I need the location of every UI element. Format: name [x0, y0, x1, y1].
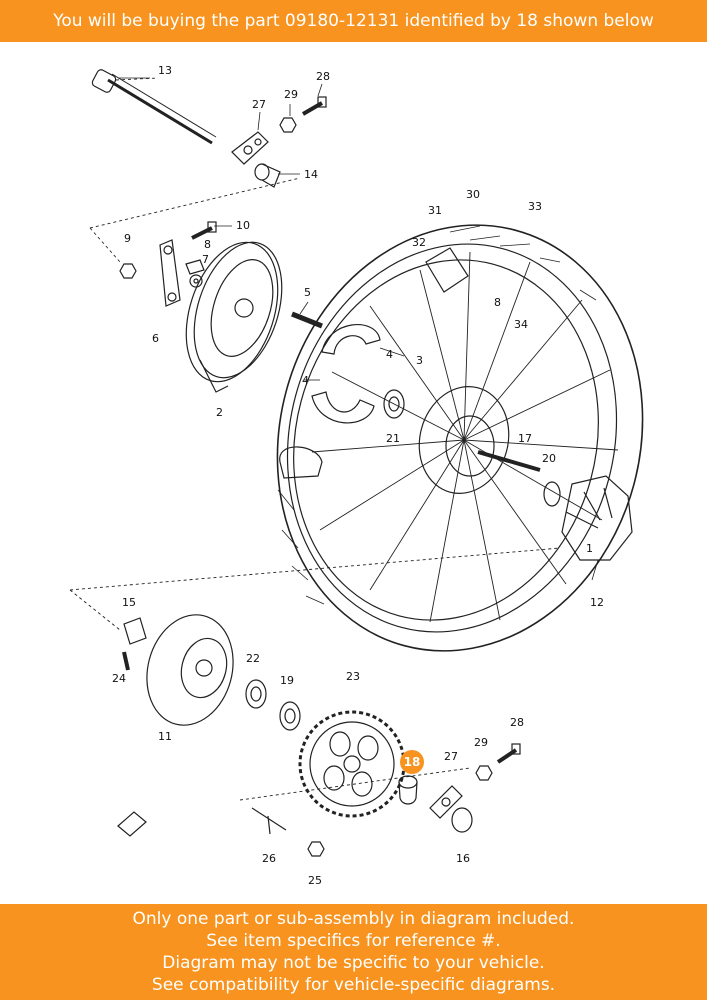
callout-28b: 28	[510, 716, 524, 729]
rear-axle	[91, 69, 217, 145]
parts-diagram: 18 13 27 29 28 14 9 10 8 7 6 2 5 3 4 4 2…	[0, 42, 707, 904]
callout-33: 33	[528, 200, 542, 213]
nut-9	[119, 263, 137, 279]
cam-8	[185, 259, 205, 275]
header-banner: You will be buying the part 09180-12131 …	[0, 0, 707, 42]
callout-29b: 29	[474, 736, 488, 749]
brake-panel	[185, 241, 283, 393]
callout-4a: 4	[386, 348, 393, 361]
nut-top	[279, 117, 297, 133]
callout-lines	[118, 77, 599, 581]
callout-25: 25	[308, 874, 322, 887]
callout-9: 9	[124, 232, 131, 245]
callout-16: 16	[456, 852, 470, 865]
washer-7	[189, 274, 203, 288]
callout-20: 20	[542, 452, 556, 465]
bolt-bottom	[496, 743, 521, 764]
header-text: You will be buying the part 09180-12131 …	[53, 11, 654, 31]
brake-shoe-upper	[321, 324, 381, 355]
chain-adjuster-top	[231, 131, 269, 165]
damper-15	[123, 617, 147, 645]
callout-13: 13	[158, 64, 172, 77]
callout-23: 23	[346, 670, 360, 683]
camshaft	[291, 311, 323, 329]
callout-28: 28	[316, 70, 330, 83]
footer-line-1: Only one part or sub-assembly in diagram…	[132, 909, 575, 929]
spokes	[311, 251, 619, 623]
callout-2: 2	[216, 406, 223, 419]
callout-15: 15	[122, 596, 136, 609]
nut-bottom	[475, 765, 493, 781]
torque-link	[159, 239, 181, 307]
callout-10: 10	[236, 219, 250, 232]
bearing-20	[543, 481, 561, 507]
callout-27: 27	[252, 98, 266, 111]
exploded-wheel-diagram: 18 13 27 29 28 14 9 10 8 7 6 2 5 3 4 4 2…	[69, 64, 644, 887]
callout-30: 30	[466, 188, 480, 201]
footer-line-4: See compatibility for vehicle-specific d…	[151, 975, 556, 995]
callout-26: 26	[262, 852, 276, 865]
bolt-top	[301, 96, 327, 116]
callout-11: 11	[158, 730, 172, 743]
callout-34: 34	[514, 318, 528, 331]
callout-21: 21	[386, 432, 400, 445]
stopper-26	[251, 807, 287, 835]
callout-32: 32	[412, 236, 426, 249]
wheel-hub	[418, 386, 541, 494]
bearing-19	[279, 701, 301, 731]
callout-19: 19	[280, 674, 294, 687]
callout-8: 8	[204, 238, 211, 251]
callout-4b: 4	[302, 374, 309, 387]
sprocket-drum	[146, 614, 234, 726]
spacer-18	[398, 775, 418, 805]
callout-7: 7	[202, 253, 209, 266]
tire	[276, 224, 644, 652]
footer-line-2: See item specifics for reference #.	[206, 931, 501, 951]
footer-line-3: Diagram may not be specific to your vehi…	[162, 953, 545, 973]
brake-shoe-lower	[311, 391, 375, 424]
front-arrow-icon	[117, 811, 147, 837]
cap-16	[451, 807, 473, 833]
callout-24: 24	[112, 672, 126, 685]
bearing-21	[383, 389, 405, 419]
chain-adjuster-bottom	[429, 785, 463, 819]
rear-sprocket	[298, 710, 406, 818]
leader-lines	[69, 77, 561, 801]
callout-31: 31	[428, 204, 442, 217]
callout-1: 1	[586, 542, 593, 555]
callout-5: 5	[304, 286, 311, 299]
wheel-damper	[561, 475, 633, 561]
callout-labels: 13 27 29 28 14 9 10 8 7 6 2 5 3 4 4 21 3…	[112, 64, 604, 887]
bearing-22	[245, 679, 267, 709]
bolt-10	[191, 221, 217, 240]
tire-section	[279, 446, 323, 479]
callout-3: 3	[416, 354, 423, 367]
highlight-label: 18	[404, 755, 421, 769]
callout-14: 14	[304, 168, 318, 181]
bolt-24	[122, 651, 130, 671]
highlight-marker	[400, 750, 424, 774]
callout-12: 12	[590, 596, 604, 609]
callout-17: 17	[518, 432, 532, 445]
tread-pattern	[277, 225, 597, 605]
footer-banner: Only one part or sub-assembly in diagram…	[0, 904, 707, 1000]
callout-22: 22	[246, 652, 260, 665]
spacer-top	[254, 163, 281, 188]
callout-29: 29	[284, 88, 298, 101]
callout-6: 6	[152, 332, 159, 345]
nut-25	[307, 841, 325, 857]
tube-valve	[425, 247, 469, 293]
callout-8b: 8	[494, 296, 501, 309]
callout-27b: 27	[444, 750, 458, 763]
